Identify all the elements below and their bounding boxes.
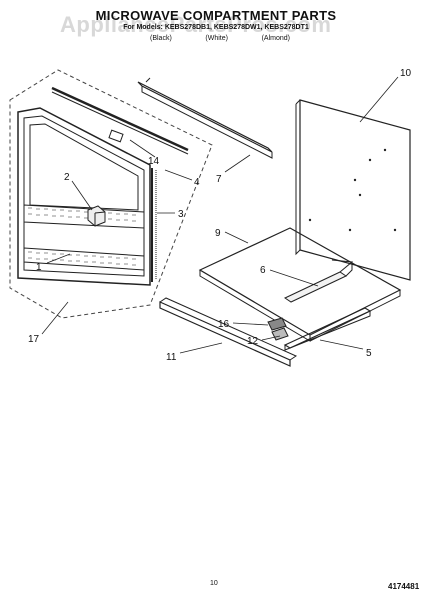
callout-16: 16 — [218, 319, 230, 330]
leader-lines — [41, 76, 399, 354]
side-strip — [151, 168, 157, 282]
color-list: (Black) (White) (Almond) — [150, 35, 290, 42]
callout-10: 10 — [400, 68, 412, 79]
upper-rail — [137, 77, 273, 159]
floor-bracket — [283, 259, 353, 303]
document-code: 4174481 — [388, 582, 420, 591]
callout-17: 17 — [28, 334, 40, 345]
callout-4: 4 — [194, 177, 200, 188]
door-frame — [17, 107, 151, 286]
callout-6: 6 — [260, 265, 266, 276]
callout-7: 7 — [216, 174, 222, 185]
callout-11: 11 — [166, 352, 177, 363]
callout-14: 14 — [148, 156, 160, 167]
color-black: (Black) — [150, 35, 172, 42]
floor-plate — [198, 227, 402, 342]
callout-12: 12 — [247, 336, 259, 347]
callout-2: 2 — [64, 172, 70, 183]
model-list: For Models: KEBS278DB1, KEBS278DW1, KEBS… — [123, 24, 309, 31]
callout-9: 9 — [215, 228, 221, 239]
latch-part — [87, 205, 106, 227]
color-white: (White) — [205, 35, 228, 42]
page-title: MICROWAVE COMPARTMENT PARTS — [95, 8, 337, 23]
door-assembly-outline — [9, 69, 213, 319]
watermark: AppliancePartsPros.com — [60, 12, 332, 37]
bottom-right-rail — [283, 307, 372, 351]
callout-5: 5 — [366, 348, 372, 359]
bottom-left-rail — [159, 297, 298, 367]
back-panel — [295, 99, 411, 281]
color-almond: (Almond) — [261, 35, 290, 42]
callout-1: 1 — [36, 262, 42, 273]
page-number: 10 — [210, 580, 218, 587]
callout-numbers: 1 2 3 4 5 6 7 9 10 11 12 14 16 17 — [28, 68, 412, 363]
callout-3: 3 — [178, 209, 184, 220]
top-trim-strip — [51, 86, 189, 155]
